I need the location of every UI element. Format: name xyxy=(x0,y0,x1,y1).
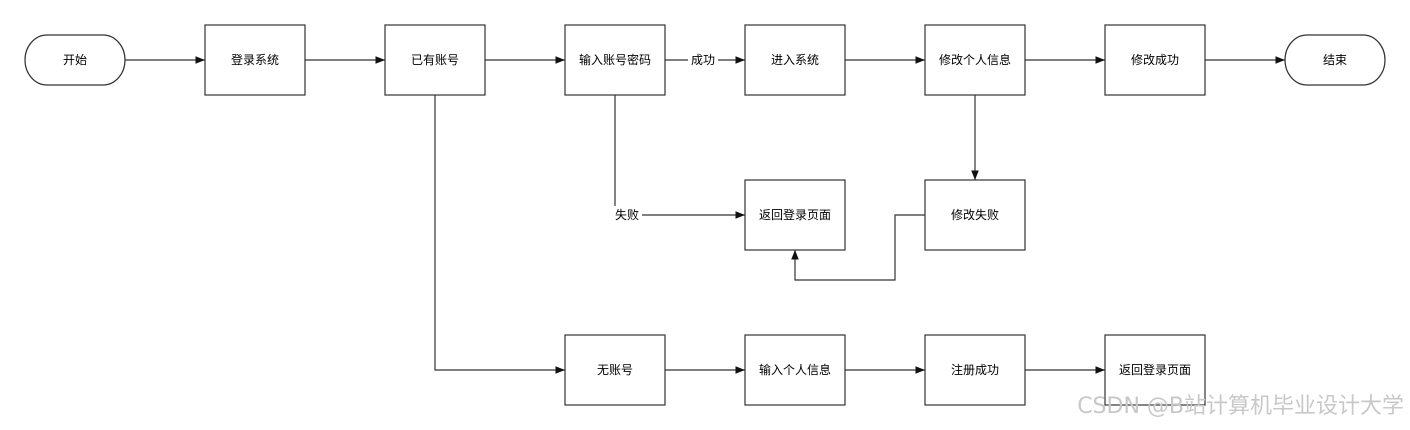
node-register-success-label: 注册成功 xyxy=(951,362,999,377)
node-end: 结束 xyxy=(1284,34,1386,86)
edge-edit-failed-to-back-login xyxy=(791,214,925,281)
edge-has-account-to-no-account xyxy=(434,95,565,374)
node-enter-profile-label: 输入个人信息 xyxy=(759,362,831,377)
node-end-label: 结束 xyxy=(1323,53,1347,67)
edge-label-success: 成功 xyxy=(691,53,715,67)
node-back-to-login-1-label: 返回登录页面 xyxy=(759,207,831,222)
node-login-system-label: 登录系统 xyxy=(231,52,279,67)
node-enter-system-label: 进入系统 xyxy=(771,53,819,67)
node-back-to-login-2-label: 返回登录页面 xyxy=(1119,362,1191,377)
edges xyxy=(125,56,1285,374)
node-back-to-login-2: 返回登录页面 xyxy=(1104,334,1206,406)
node-enter-credentials-label: 输入账号密码 xyxy=(579,52,651,67)
node-edit-failed: 修改失败 xyxy=(924,179,1026,251)
edge-credentials-to-back-login xyxy=(614,95,745,219)
node-no-account-label: 无账号 xyxy=(597,363,633,377)
node-edit-success: 修改成功 xyxy=(1104,24,1206,96)
node-no-account: 无账号 xyxy=(564,334,666,406)
node-login-system: 登录系统 xyxy=(204,24,306,96)
node-edit-success-label: 修改成功 xyxy=(1131,52,1179,67)
node-enter-profile: 输入个人信息 xyxy=(744,334,846,406)
node-register-success: 注册成功 xyxy=(924,334,1026,406)
node-edit-failed-label: 修改失败 xyxy=(951,207,999,222)
edge-label-failure: 失败 xyxy=(615,207,639,222)
node-has-account: 已有账号 xyxy=(384,24,486,96)
node-has-account-label: 已有账号 xyxy=(411,53,459,67)
edge-labels: 成功 失败 xyxy=(612,51,718,223)
node-enter-system: 进入系统 xyxy=(744,24,846,96)
watermark-text: CSDN @B站计算机毕业设计大学 xyxy=(1077,394,1404,419)
node-edit-profile: 修改个人信息 xyxy=(924,24,1026,96)
node-start: 开始 xyxy=(24,34,126,86)
node-back-to-login-1: 返回登录页面 xyxy=(744,179,846,251)
nodes: 开始 登录系统 已有账号 输入账号密码 进入系统 修改个人信息 修改成功 结束 xyxy=(24,24,1386,406)
node-start-label: 开始 xyxy=(63,53,87,67)
node-enter-credentials: 输入账号密码 xyxy=(564,24,666,96)
node-edit-profile-label: 修改个人信息 xyxy=(939,52,1011,67)
